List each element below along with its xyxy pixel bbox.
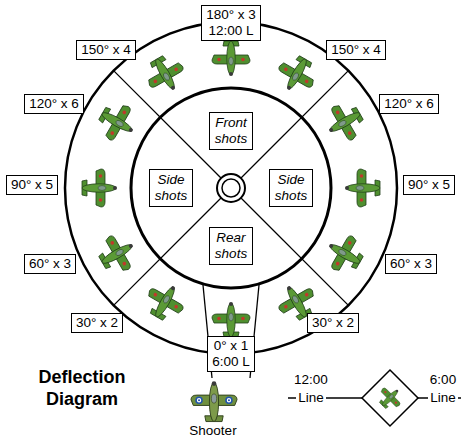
box-text: Side shots — [155, 172, 187, 203]
target-planes — [82, 41, 380, 337]
deflection-box: 90° x 5 — [403, 175, 455, 195]
deflection-box: 30° x 2 — [71, 313, 123, 333]
deflection-box: 30° x 2 — [307, 313, 359, 333]
box-text: 30° x 2 — [76, 315, 118, 331]
deflection-box: 90° x 5 — [6, 175, 58, 195]
outer-circle — [65, 22, 397, 354]
line-name: 6:00 — [430, 373, 456, 388]
box-text: 60° x 3 — [390, 256, 432, 272]
zone-box: Front shots — [209, 112, 253, 149]
line-label: Line — [296, 391, 326, 406]
box-text: Front shots — [215, 115, 247, 146]
deflection-box: 150° x 4 — [76, 40, 136, 60]
box-text: 180° x 3 — [206, 7, 256, 23]
box-text: 150° x 4 — [81, 42, 131, 58]
diamond-symbol — [362, 370, 418, 426]
shooter-plane — [191, 381, 237, 421]
shooter-label: Shooter — [189, 424, 236, 439]
line-name: 12:00 — [294, 373, 328, 388]
box-text: Rear shots — [215, 230, 247, 261]
deflection-box: 60° x 3 — [385, 254, 437, 274]
diamond-plane — [374, 382, 406, 414]
deflection-box: 60° x 3 — [24, 254, 76, 274]
box-text: 120° x 6 — [29, 96, 79, 112]
zone-box: Rear shots — [209, 227, 253, 264]
box-text: 60° x 3 — [29, 256, 71, 272]
box-text: 90° x 5 — [408, 177, 450, 193]
box-text: 150° x 4 — [331, 42, 381, 58]
box-text: 0° x 1 — [212, 338, 250, 354]
zone-box: Side shots — [149, 169, 193, 206]
deflection-box: 0° x 16:00 L — [207, 336, 255, 371]
box-text: 90° x 5 — [11, 177, 53, 193]
box-text: 6:00 L — [212, 354, 250, 370]
box-text: 12:00 L — [206, 23, 256, 39]
deflection-box: 150° x 4 — [326, 40, 386, 60]
deflection-box: 180° x 312:00 L — [201, 5, 261, 40]
deflection-box: 120° x 6 — [24, 94, 84, 114]
line-label: Line — [428, 391, 458, 406]
box-text: 30° x 2 — [312, 315, 354, 331]
center-ring — [217, 174, 245, 202]
deflection-box: 120° x 6 — [379, 94, 439, 114]
diagram-title: Deflection Diagram — [38, 367, 125, 410]
box-text: Side shots — [275, 172, 307, 203]
zone-box: Side shots — [269, 169, 313, 206]
box-text: 120° x 6 — [384, 96, 434, 112]
center-dot — [222, 179, 240, 197]
